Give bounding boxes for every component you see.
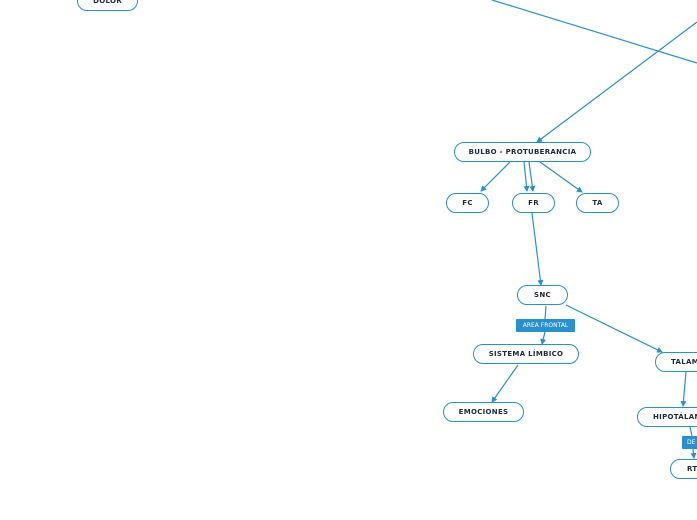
node-emociones[interactable]: EMOCIONES bbox=[443, 402, 524, 422]
node-sistema-limbico[interactable]: SISTEMA LÍMBICO bbox=[473, 344, 579, 364]
link-snc-talamo bbox=[565, 304, 663, 353]
node-talamo[interactable]: TALAM bbox=[655, 352, 697, 372]
link-hipotalamo-label bbox=[689, 426, 693, 437]
link-snc-label bbox=[544, 305, 547, 320]
link-bulbo-fc bbox=[480, 161, 511, 192]
link-bulbo-fr-b bbox=[528, 161, 536, 192]
link-limbico-emociones bbox=[491, 364, 519, 403]
node-snc[interactable]: SNC bbox=[517, 285, 568, 305]
node-bulbo-protuberancia[interactable]: BULBO - PROTUBERANCIA bbox=[454, 142, 591, 162]
edge-label-de[interactable]: DE bbox=[682, 436, 697, 449]
link-talamo-hipotalamo bbox=[680, 371, 687, 407]
node-dolor[interactable]: DOLOR bbox=[77, 0, 138, 11]
link-label-limbico bbox=[540, 331, 547, 345]
node-ta[interactable]: TA bbox=[576, 193, 619, 213]
link-bulbo-ta bbox=[539, 161, 583, 193]
link-fr-snc bbox=[531, 212, 544, 286]
edge-label-area-frontal[interactable]: AREA FRONTAL bbox=[516, 319, 575, 332]
node-fc[interactable]: FC bbox=[446, 193, 489, 213]
link-top-crossing-a bbox=[491, 0, 697, 64]
node-rt[interactable]: RT bbox=[670, 459, 697, 479]
node-hipotalamo[interactable]: HIPOTÁLAN bbox=[637, 407, 697, 427]
link-top-to-bulbo bbox=[536, 21, 697, 143]
link-bulbo-fr-a bbox=[523, 161, 530, 192]
node-fr[interactable]: FR bbox=[512, 193, 555, 213]
link-label-rt bbox=[690, 448, 697, 459]
